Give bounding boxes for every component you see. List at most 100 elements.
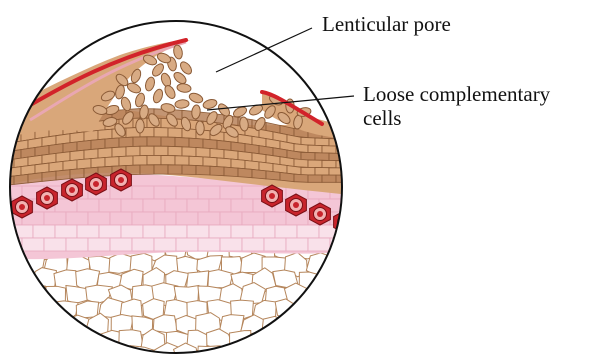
cork-cell xyxy=(231,159,245,169)
parenchyma-cell xyxy=(0,253,21,275)
parenchyma-cell xyxy=(66,315,89,333)
cork-cell xyxy=(350,175,364,182)
parenchyma-cell xyxy=(350,286,375,304)
parenchyma-cell xyxy=(296,328,321,350)
pink-cell xyxy=(231,225,253,238)
cork-cell xyxy=(175,156,189,166)
cork-cell xyxy=(147,137,161,146)
pink-cell xyxy=(44,238,66,251)
label-lenticular-pore: Lenticular pore xyxy=(322,12,451,36)
parenchyma-cell xyxy=(340,239,365,260)
parenchyma-cell xyxy=(9,329,35,351)
pink-cell xyxy=(121,225,143,238)
pink-cell xyxy=(132,238,154,251)
cork-cell xyxy=(168,165,182,174)
label-loose-cells-line1: Loose complementary xyxy=(363,82,550,106)
red-cell xyxy=(37,187,58,209)
cork-cell xyxy=(315,168,329,176)
parenchyma-cell xyxy=(221,346,243,357)
parenchyma-cell xyxy=(2,287,24,304)
parenchyma-cell xyxy=(0,286,2,304)
cork-cell xyxy=(14,174,28,184)
pink-cell-grid xyxy=(0,186,407,251)
cork-cell xyxy=(91,139,105,150)
parenchyma-cell xyxy=(374,343,398,357)
cork-cell xyxy=(189,138,203,148)
parenchyma-cell xyxy=(383,239,406,260)
cork-cell xyxy=(126,146,140,156)
pink-cell xyxy=(77,199,99,212)
red-cell xyxy=(262,185,283,207)
pink-cell xyxy=(154,186,176,199)
pink-cell xyxy=(143,225,165,238)
parenchyma-cell xyxy=(361,240,384,258)
cork-cell xyxy=(322,175,336,182)
cork-cell xyxy=(154,128,168,138)
parenchyma-cell xyxy=(23,345,46,357)
cork-cell xyxy=(308,145,322,153)
pink-cell xyxy=(187,225,209,238)
pink-cell xyxy=(154,212,176,225)
pink-cell xyxy=(66,212,88,225)
cork-cell xyxy=(252,169,266,179)
pink-cell xyxy=(231,199,253,212)
pink-cell xyxy=(55,199,77,212)
pink-cell xyxy=(341,225,363,238)
cork-cell xyxy=(322,160,336,168)
cork-cell xyxy=(133,156,147,166)
cork-cell xyxy=(301,167,315,175)
pink-cell xyxy=(385,225,407,238)
pink-cell xyxy=(286,238,308,251)
pink-cell xyxy=(66,238,88,251)
cork-cell xyxy=(0,142,14,153)
cork-cell xyxy=(350,132,364,140)
pink-cell xyxy=(110,238,132,251)
cork-cell xyxy=(350,147,364,155)
cork-cell xyxy=(168,128,182,138)
cork-cell xyxy=(329,153,343,161)
pink-cell xyxy=(275,225,297,238)
cork-cell xyxy=(182,165,196,175)
pink-cell xyxy=(176,186,198,199)
pink-cell xyxy=(374,186,396,199)
cork-cell xyxy=(280,172,294,181)
cork-cell xyxy=(315,138,329,146)
parenchyma-cell xyxy=(329,313,354,335)
pink-cell xyxy=(220,238,242,251)
parenchyma-cell xyxy=(109,253,131,273)
cork-cell xyxy=(322,146,336,154)
pink-cell xyxy=(363,199,385,212)
cork-cell xyxy=(357,168,371,175)
cork-cell xyxy=(315,153,329,161)
cork-cell xyxy=(336,175,350,182)
cork-cell xyxy=(203,157,217,167)
pink-cell xyxy=(385,199,407,212)
parenchyma-cell xyxy=(372,313,397,337)
cork-cell xyxy=(308,160,322,168)
parenchyma-cell xyxy=(350,344,373,357)
cork-cell xyxy=(84,149,98,160)
parenchyma-cell xyxy=(0,256,1,278)
parenchyma-cell xyxy=(328,284,349,305)
cork-cell xyxy=(238,168,252,178)
cork-cell xyxy=(343,154,357,162)
parenchyma-cell xyxy=(88,347,112,357)
pink-cell xyxy=(55,225,77,238)
parenchyma-cell xyxy=(318,331,341,352)
pink-cell xyxy=(198,186,220,199)
pink-cell xyxy=(99,225,121,238)
pink-cell xyxy=(198,238,220,251)
pink-cell xyxy=(165,199,187,212)
parenchyma-cell xyxy=(351,256,374,275)
pink-cell xyxy=(88,212,110,225)
pink-cell xyxy=(143,199,165,212)
pink-cell xyxy=(110,212,132,225)
parenchyma-cell xyxy=(330,256,353,277)
parenchyma-cell xyxy=(287,344,308,357)
parenchyma-cell xyxy=(374,225,398,244)
parenchyma-cell xyxy=(352,224,372,247)
parenchyma-cell xyxy=(339,301,361,322)
pink-cell xyxy=(154,238,176,251)
